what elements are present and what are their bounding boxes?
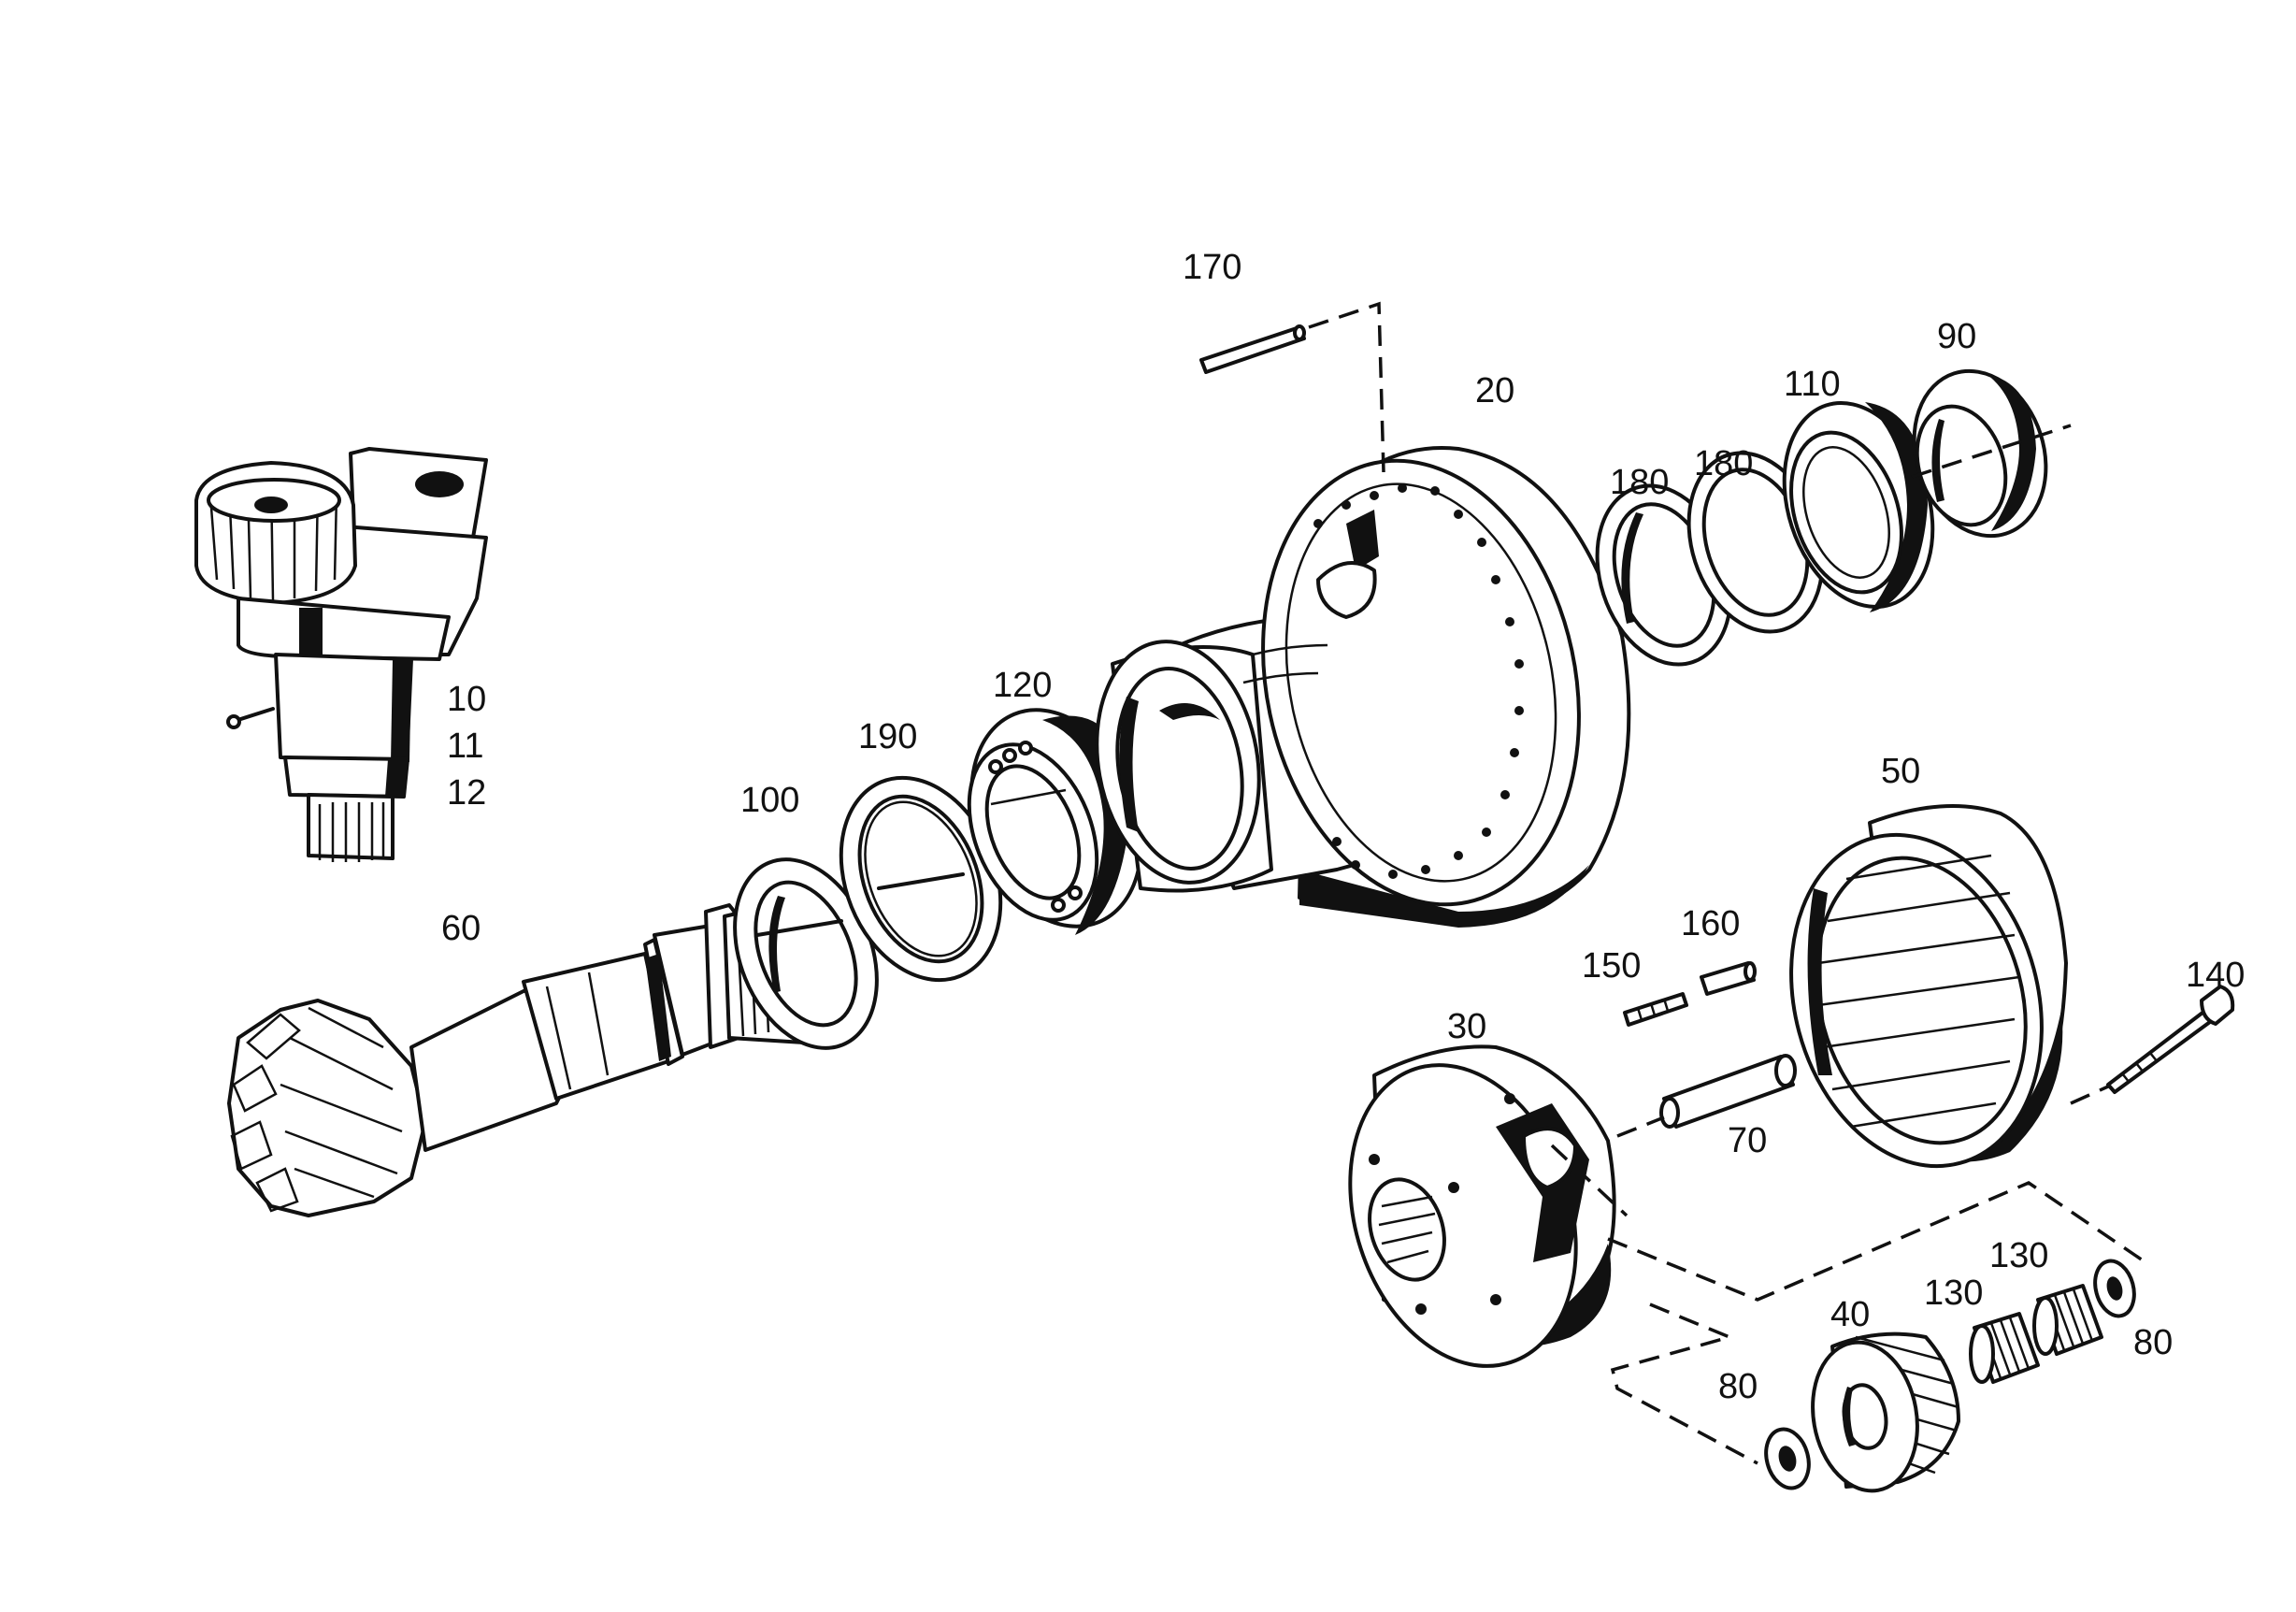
label-part-80-upper: 80: [2133, 1323, 2173, 1362]
part-120-bearing: [967, 708, 1143, 935]
label-part-140: 140: [2186, 956, 2245, 995]
planet-assembly-frame-upper: [1607, 1181, 2146, 1302]
label-part-130-a: 130: [1924, 1274, 1983, 1313]
part-160-pin: [1700, 961, 1757, 996]
part-50-ring-gear: [1789, 804, 2068, 1169]
label-part-20: 20: [1475, 371, 1514, 410]
part-20-housing: [1095, 446, 1631, 928]
label-part-11: 11: [447, 727, 483, 766]
label-part-180-a: 180: [1610, 463, 1669, 502]
part-40-planet-gear: [1811, 1331, 1960, 1493]
part-80-washer-upper: [2093, 1259, 2136, 1318]
part-30-planet-carrier: [1348, 1044, 1616, 1368]
label-part-130-b: 130: [1989, 1236, 2048, 1275]
part-190-ring: [839, 775, 1003, 983]
part-130-needle-bearing-a: [1969, 1312, 2040, 1384]
pin-70-axis: [1616, 1115, 1665, 1138]
bolt-140-axis: [2070, 1085, 2109, 1105]
label-part-120: 120: [993, 666, 1052, 705]
part-110-bearing: [1782, 400, 1935, 612]
label-part-110: 110: [1784, 365, 1841, 404]
planet-assembly-frame-lower: [1610, 1303, 1758, 1465]
part-60-splined-shaft: [227, 896, 825, 1217]
label-part-30: 30: [1447, 1007, 1486, 1046]
label-part-12: 12: [447, 773, 486, 813]
part-130-needle-bearing-b: [2032, 1284, 2103, 1356]
part-80-washer-lower: [1764, 1427, 1811, 1490]
label-part-90: 90: [1937, 317, 1976, 356]
part-90-bearing-cup: [1912, 368, 2048, 539]
part-70-planet-pin: [1659, 1054, 1797, 1129]
label-part-40: 40: [1830, 1295, 1870, 1334]
label-part-170: 170: [1183, 248, 1241, 287]
label-part-160: 160: [1681, 904, 1740, 943]
part-10-drive-unit: [194, 447, 488, 862]
label-part-100: 100: [740, 781, 799, 820]
label-part-180-b: 180: [1694, 444, 1753, 483]
part-labels: 10 11 12 20 30 40 50 60 70 80 80 90 100 …: [441, 248, 2245, 1406]
assembly-axis-upper: [1911, 424, 2072, 479]
label-part-10: 10: [447, 680, 486, 719]
label-part-70: 70: [1728, 1121, 1767, 1160]
part-140-bolt: [2106, 985, 2235, 1094]
part-150-pin: [1623, 992, 1688, 1027]
label-part-80-lower: 80: [1718, 1367, 1758, 1406]
label-part-150: 150: [1582, 946, 1641, 986]
label-part-50: 50: [1881, 752, 1920, 791]
label-part-60: 60: [441, 909, 481, 948]
part-170-pin: [1199, 324, 1306, 374]
planet-axis-line: [1550, 1144, 1629, 1217]
pin-170-guide: [1308, 301, 1385, 473]
label-part-190: 190: [858, 717, 917, 756]
